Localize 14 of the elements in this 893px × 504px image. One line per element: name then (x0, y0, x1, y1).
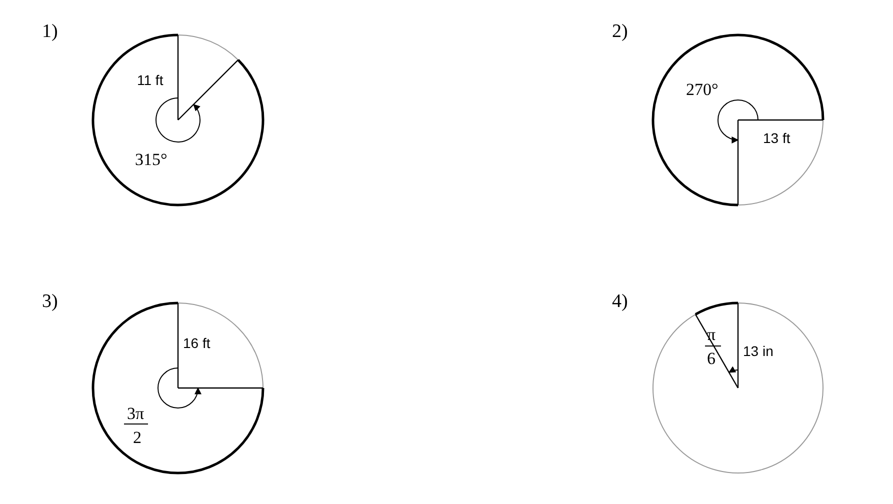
fraction-numerator: 3π (127, 405, 144, 422)
question-number: 3) (42, 292, 58, 311)
radius-label: 11 ft (137, 73, 164, 87)
fraction-denominator: 6 (707, 350, 716, 367)
question-number: 4) (612, 292, 628, 311)
question-number: 2) (612, 22, 628, 41)
radius-label: 16 ft (183, 336, 210, 350)
radius-label: 13 ft (763, 131, 790, 145)
fraction-numerator: π (707, 326, 716, 343)
angle-label: 315° (135, 151, 168, 168)
question-number: 1) (42, 22, 58, 41)
angle-label: 270° (686, 81, 718, 98)
fraction-denominator: 2 (133, 429, 142, 446)
radius-label: 13 in (743, 344, 774, 358)
